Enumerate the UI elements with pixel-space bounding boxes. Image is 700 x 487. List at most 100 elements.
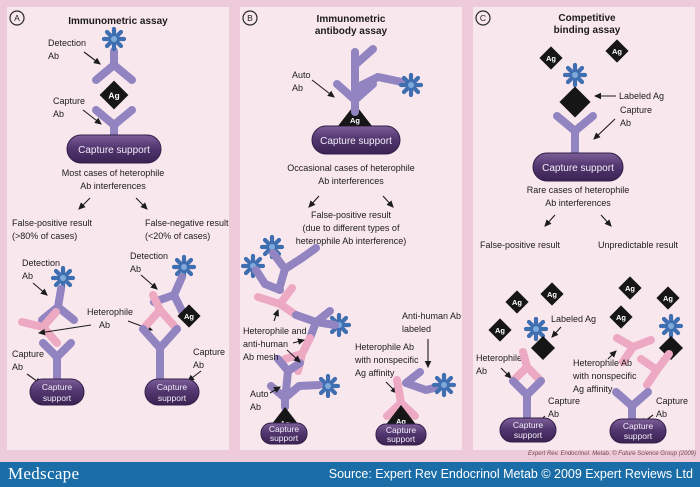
label-ab: Ab	[548, 409, 559, 419]
label-auto: Auto	[292, 70, 311, 80]
panel-a: A Immunometric assay Capture support Det…	[7, 7, 229, 450]
panel-letter: A	[14, 13, 20, 23]
label-ab: Ab	[22, 271, 33, 281]
panel-title: Immunometric assay	[68, 16, 168, 27]
label-mesh-3: Ab mesh	[243, 352, 279, 362]
auto-antibody	[333, 45, 406, 116]
antigen-diamond-icon	[609, 305, 633, 329]
label-labeled-ag: Labeled Ag	[619, 91, 664, 101]
caption-most-cases-2: Ab interferences	[80, 181, 146, 191]
capture-antibody	[612, 388, 652, 423]
antigen-diamond-icon	[605, 39, 629, 63]
caption-rare-2: Ab interferences	[545, 198, 611, 208]
detection-label-star-icon	[401, 75, 421, 95]
label-nonspecific-2: with nonspecific	[354, 355, 419, 365]
arrow	[269, 386, 281, 394]
panel-c: C Competitive binding assay Labeled Ag C…	[473, 7, 695, 450]
caption-occasional-2: Ab interferences	[318, 176, 384, 186]
label-anti-human: Anti-human Ab	[402, 311, 461, 321]
anti-human-antibody	[402, 368, 442, 394]
label-detection: Detection	[48, 38, 86, 48]
label-detection: Detection	[130, 251, 168, 261]
capture-support: Capture support	[609, 418, 667, 444]
unpredictable-result: Unpredictable result	[598, 240, 679, 250]
capture-support-label: Capture	[513, 420, 544, 430]
false-positive-pct: (>80% of cases)	[12, 231, 77, 241]
labeled-antigen-diamond-icon	[559, 86, 591, 118]
capture-support: Capture support	[29, 378, 85, 406]
capture-support-label2: support	[158, 393, 187, 403]
panel-title-2: binding assay	[554, 25, 621, 36]
capture-antibody	[92, 106, 136, 139]
false-positive-detail-2: heterophile Ab interference)	[296, 236, 407, 246]
label-nonspecific-3: Ag affinity	[355, 368, 395, 378]
arrow	[135, 197, 148, 210]
panel-letter-circle	[9, 10, 25, 26]
antigen-diamond-icon	[488, 318, 512, 342]
panel-letter-circle	[475, 10, 491, 26]
detection-label-star-icon	[661, 316, 681, 336]
caption-most-cases: Most cases of heterophile	[62, 168, 165, 178]
panel-title: Immunometric	[317, 14, 386, 25]
panel-a-figure: A Immunometric assay Capture support Det…	[9, 10, 229, 406]
panel-b-figure: B Immunometric antibody assay Auto Ab Ca…	[240, 10, 461, 446]
capture-support-label2: support	[387, 434, 416, 444]
arrow	[311, 79, 335, 98]
antigen-diamond-icon	[539, 46, 563, 70]
false-negative-result: False-negative result	[145, 218, 229, 228]
capture-support-label2: support	[514, 430, 543, 440]
arrow	[292, 338, 306, 345]
label-anti-human-2: labeled	[402, 324, 431, 334]
label-capture: Capture	[548, 396, 580, 406]
arrow	[607, 350, 617, 360]
footer-bar: Medscape Source: Expert Rev Endocrinol M…	[0, 462, 700, 487]
label-mesh: Heterophile and	[243, 326, 307, 336]
capture-support-label2: support	[624, 431, 653, 441]
anti-human-antibody	[292, 307, 339, 342]
detection-label-star-icon	[53, 268, 73, 288]
capture-support: Capture support	[499, 417, 557, 443]
capture-support-label: Capture	[623, 421, 654, 431]
arrow	[272, 308, 280, 322]
panel-letter: B	[247, 13, 253, 23]
label-auto: Auto	[250, 389, 269, 399]
label-heterophile: Heterophile	[87, 307, 133, 317]
antigen-diamond-icon	[618, 276, 642, 300]
detection-label-star-icon	[565, 65, 585, 85]
label-ab: Ab	[620, 118, 631, 128]
label-ab: Ab	[53, 109, 64, 119]
capture-support-label: Capture support	[78, 145, 150, 156]
auto-antibody	[267, 355, 323, 411]
heterophile-antibody	[18, 308, 61, 347]
detection-antibody	[92, 47, 136, 84]
label-ab: Ab	[656, 409, 667, 419]
false-positive-result: False-positive result	[12, 218, 93, 228]
capture-support: Capture support	[375, 423, 427, 446]
label-detection: Detection	[22, 258, 60, 268]
arrow	[286, 349, 301, 363]
arrow	[593, 118, 616, 140]
label-capture: Capture	[12, 349, 44, 359]
detection-label-star-icon	[104, 29, 124, 49]
panel-c-figure: C Competitive binding assay Labeled Ag C…	[475, 10, 688, 444]
label-heterophile: Heterophile	[476, 353, 522, 363]
arrow	[500, 367, 512, 379]
label-ab: Ab	[12, 362, 23, 372]
panel-letter: C	[480, 13, 486, 23]
label-nonspecific-3: Ag affinity	[573, 384, 613, 394]
antigen-diamond-icon	[99, 80, 129, 110]
label-ab: Ab	[130, 264, 141, 274]
label-ab: Ab	[193, 360, 204, 370]
arrow	[32, 282, 48, 296]
caption-rare: Rare cases of heterophile	[527, 185, 630, 195]
caption-occasional: Occasional cases of heterophile	[287, 163, 415, 173]
capture-support: Capture support	[532, 152, 624, 182]
label-mesh-2: anti-human	[243, 339, 288, 349]
capture-support: Capture support	[144, 378, 200, 406]
source-attribution: Source: Expert Rev Endocrinol Metab © 20…	[328, 467, 693, 481]
capture-support-label2: support	[43, 393, 72, 403]
heterophile-antibody	[383, 376, 419, 420]
panel-b: B Immunometric antibody assay Auto Ab Ca…	[240, 7, 462, 450]
label-capture: Capture	[193, 347, 225, 357]
capture-support-label: Capture support	[320, 136, 392, 147]
